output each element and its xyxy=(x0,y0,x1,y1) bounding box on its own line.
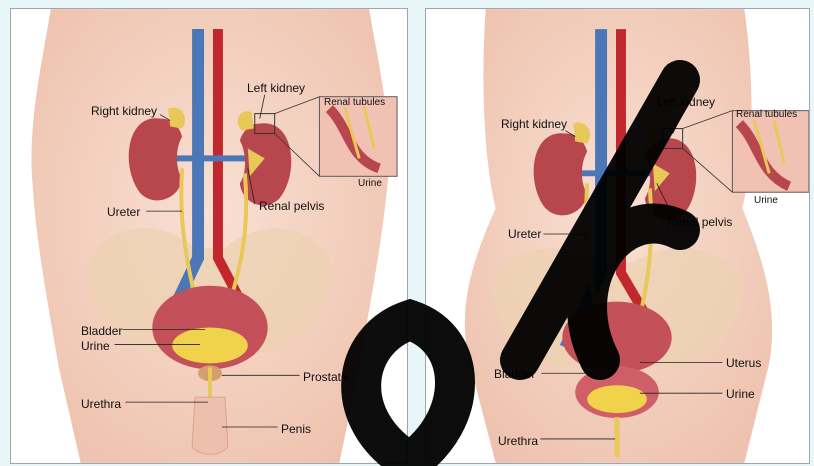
label-right-kidney: Right kidney xyxy=(501,117,567,131)
label-renal-tubules: Renal tubules xyxy=(324,97,385,108)
label-prostate: Prostate xyxy=(303,370,348,384)
label-left-kidney: Left kidney xyxy=(247,81,305,95)
male-urinary-panel: Right kidney Left kidney Renal tubules U… xyxy=(10,8,408,464)
label-urine-inset: Urine xyxy=(358,178,382,189)
label-bladder: Bladder xyxy=(494,367,535,381)
label-bladder: Bladder xyxy=(81,324,122,338)
label-urethra: Urethra xyxy=(81,397,121,411)
label-penis: Penis xyxy=(281,422,311,436)
male-torso-illustration xyxy=(11,9,407,463)
label-ureter: Ureter xyxy=(508,227,541,241)
label-ureter: Ureter xyxy=(107,205,140,219)
label-renal-tubules: Renal tubules xyxy=(736,109,797,120)
label-urethra: Urethra xyxy=(498,434,538,448)
urine-in-bladder xyxy=(587,385,647,413)
label-uterus: Uterus xyxy=(726,356,761,370)
label-urine-inset: Urine xyxy=(754,195,778,206)
label-renal-pelvis: Renal pelvis xyxy=(667,215,732,229)
label-left-kidney: Left kidney xyxy=(657,95,715,109)
urine-in-bladder xyxy=(172,328,248,364)
label-urine: Urine xyxy=(726,387,755,401)
label-right-kidney: Right kidney xyxy=(91,104,157,118)
female-urinary-panel: Left kidney Right kidney Renal tubules U… xyxy=(425,8,810,464)
penis-shape xyxy=(192,397,228,454)
label-urine: Urine xyxy=(81,339,110,353)
label-renal-pelvis: Renal pelvis xyxy=(259,199,324,213)
